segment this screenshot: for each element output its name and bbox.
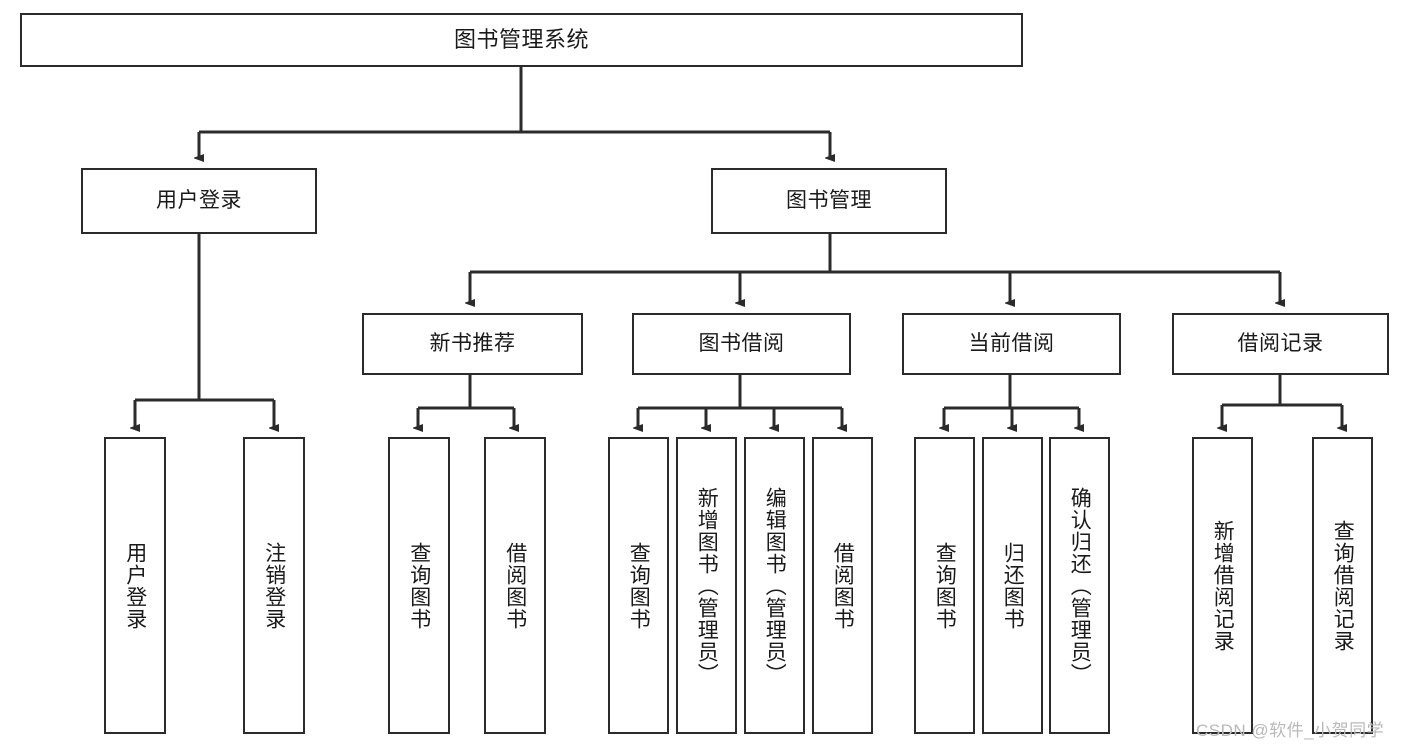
- node-book-borrow-label: 图书借阅: [698, 332, 785, 356]
- node-leaf-confirm-return-admin[interactable]: 确认归还（管理员）: [1049, 437, 1110, 734]
- node-user-login[interactable]: 用户登录: [81, 168, 317, 234]
- node-leaf-add-book-admin-label: 新增图书（管理员）: [695, 486, 719, 685]
- node-current-borrow-label: 当前借阅: [968, 332, 1055, 356]
- node-leaf-add-borrow-record[interactable]: 新增借阅记录: [1192, 437, 1253, 734]
- node-leaf-confirm-return-admin-label: 确认归还（管理员）: [1068, 486, 1092, 685]
- node-borrow-records[interactable]: 借阅记录: [1172, 313, 1389, 375]
- node-leaf-user-login-label: 用户登录: [123, 541, 147, 630]
- node-book-management[interactable]: 图书管理: [711, 168, 947, 234]
- node-leaf-query-book-current[interactable]: 查询图书: [914, 437, 975, 734]
- node-leaf-user-logout[interactable]: 注销登录: [243, 437, 305, 734]
- node-leaf-add-book-admin[interactable]: 新增图书（管理员）: [676, 437, 737, 734]
- node-leaf-user-logout-label: 注销登录: [262, 541, 286, 630]
- node-leaf-query-borrow-record[interactable]: 查询借阅记录: [1312, 437, 1373, 734]
- node-user-login-label: 用户登录: [156, 189, 242, 213]
- node-leaf-borrow-book[interactable]: 借阅图书: [812, 437, 873, 734]
- node-leaf-query-book-current-label: 查询图书: [933, 541, 957, 630]
- node-leaf-return-book-label: 归还图书: [1001, 541, 1025, 630]
- node-leaf-add-borrow-record-label: 新增借阅记录: [1211, 519, 1235, 652]
- node-leaf-query-book-recommend[interactable]: 查询图书: [388, 437, 450, 734]
- node-book-borrow[interactable]: 图书借阅: [632, 313, 851, 375]
- watermark-text: CSDN @软件_小贺同学: [1196, 721, 1385, 740]
- node-new-book-recommend-label: 新书推荐: [429, 332, 516, 356]
- node-borrow-records-label: 借阅记录: [1237, 332, 1324, 356]
- node-leaf-return-book[interactable]: 归还图书: [982, 437, 1043, 734]
- node-book-management-label: 图书管理: [786, 189, 872, 213]
- node-leaf-borrow-book-label: 借阅图书: [831, 541, 855, 630]
- node-leaf-query-book-recommend-label: 查询图书: [407, 541, 431, 630]
- node-leaf-query-book-borrow-label: 查询图书: [627, 541, 651, 630]
- node-leaf-query-book-borrow[interactable]: 查询图书: [608, 437, 669, 734]
- node-root-label: 图书管理系统: [453, 26, 589, 52]
- node-current-borrow[interactable]: 当前借阅: [902, 313, 1121, 375]
- node-root[interactable]: 图书管理系统: [20, 13, 1023, 67]
- node-leaf-query-borrow-record-label: 查询借阅记录: [1331, 519, 1355, 652]
- node-new-book-recommend[interactable]: 新书推荐: [362, 313, 583, 375]
- node-leaf-edit-book-admin-label: 编辑图书（管理员）: [763, 486, 787, 685]
- node-leaf-borrow-book-recommend-label: 借阅图书: [503, 541, 527, 630]
- node-leaf-user-login[interactable]: 用户登录: [104, 437, 166, 734]
- node-leaf-borrow-book-recommend[interactable]: 借阅图书: [484, 437, 546, 734]
- node-leaf-edit-book-admin[interactable]: 编辑图书（管理员）: [744, 437, 805, 734]
